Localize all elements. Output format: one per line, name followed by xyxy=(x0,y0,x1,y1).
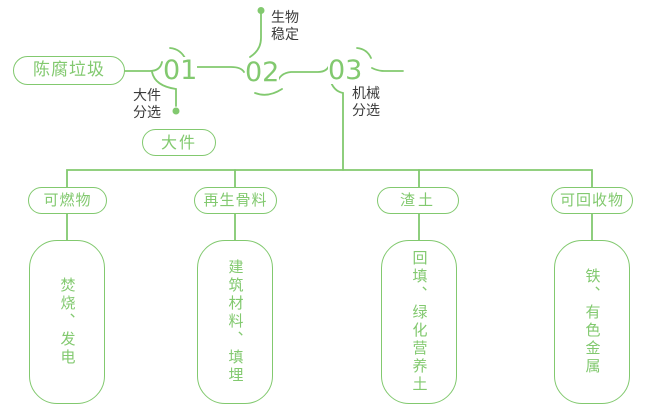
node-combustibles: 可燃物 xyxy=(28,187,107,214)
bio-stem-dot xyxy=(257,7,265,14)
box-slag-soil-detail: 回填、绿化营养土 xyxy=(381,240,457,404)
node-slag-soil: 渣土 xyxy=(377,187,459,214)
node-combustibles-label: 可燃物 xyxy=(43,191,92,209)
bulky-stem-dot xyxy=(172,107,180,115)
node-slag-soil-label: 渣土 xyxy=(399,191,436,209)
node-recycled-aggregate-label: 再生骨料 xyxy=(203,191,268,209)
node-bulky-items: 大件 xyxy=(142,129,216,156)
node-recycled-aggregate: 再生骨料 xyxy=(194,187,277,214)
step-number-02: 02 xyxy=(245,57,280,88)
node-recyclables: 可回收物 xyxy=(551,187,633,214)
box-recyclables-detail: 铁、有色金属 xyxy=(554,240,630,404)
box-recyclables-detail-text: 铁、有色金属 xyxy=(583,268,602,376)
label-mechanical-sorting: 机械 分选 xyxy=(352,86,380,120)
label-bulky-sorting: 大件 分选 xyxy=(133,88,161,122)
node-source-label: 陈腐垃圾 xyxy=(33,60,105,80)
box-combustibles-detail: 焚烧、发电 xyxy=(29,240,105,404)
connector-paths xyxy=(66,7,593,241)
box-recycled-aggregate-detail-text: 建筑材料、填埋 xyxy=(226,259,245,385)
label-bio-stabilization: 生物 稳定 xyxy=(271,10,299,44)
box-combustibles-detail-text: 焚烧、发电 xyxy=(58,277,77,367)
node-bulky-items-label: 大件 xyxy=(160,132,197,152)
step-number-03: 03 xyxy=(328,55,363,86)
node-recyclables-label: 可回收物 xyxy=(559,191,624,209)
node-source: 陈腐垃圾 xyxy=(13,56,125,85)
box-recycled-aggregate-detail: 建筑材料、填埋 xyxy=(197,240,273,404)
box-slag-soil-detail-text: 回填、绿化营养土 xyxy=(410,250,429,394)
step-number-01: 01 xyxy=(163,55,198,86)
